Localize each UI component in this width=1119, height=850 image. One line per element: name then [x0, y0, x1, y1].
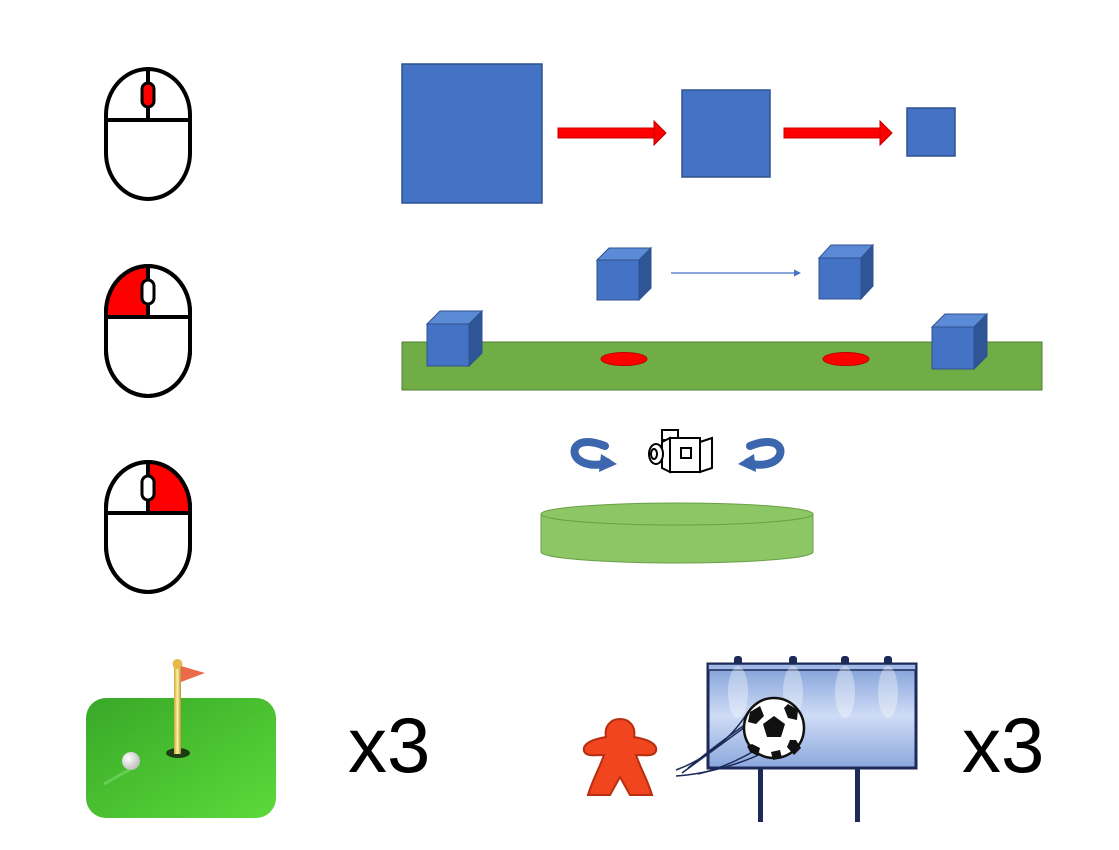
zoom-diagram — [395, 58, 965, 210]
target-marker — [822, 352, 870, 366]
soccer-ball-icon — [742, 696, 806, 760]
large-square — [401, 63, 543, 204]
rotate-arrow-icon — [738, 438, 785, 472]
small-square — [906, 107, 956, 157]
arrow-right-icon — [557, 119, 667, 147]
rotate-diagram — [535, 420, 820, 568]
cube-icon — [425, 309, 484, 368]
move-diagram — [398, 240, 1046, 396]
billboard-icon — [668, 652, 923, 824]
arrow-right-icon — [783, 119, 893, 147]
mouse-scroll-icon — [100, 65, 196, 205]
golf-count-label: x3 — [348, 701, 431, 789]
target-marker — [600, 352, 648, 366]
platform-disc — [540, 502, 814, 564]
billboard-count-label: x3 — [962, 701, 1045, 789]
cube-icon — [595, 246, 653, 302]
camera-icon — [648, 429, 713, 474]
mouse-left-click-icon — [100, 262, 196, 402]
golf-hole-icon — [84, 652, 279, 822]
medium-square — [681, 89, 771, 178]
thin-arrow-icon — [671, 269, 801, 277]
mouse-right-click-icon — [100, 458, 196, 598]
cube-icon — [930, 312, 989, 371]
meeple-icon — [580, 715, 660, 800]
rotate-arrow-icon — [570, 438, 617, 472]
cube-icon — [817, 243, 875, 301]
